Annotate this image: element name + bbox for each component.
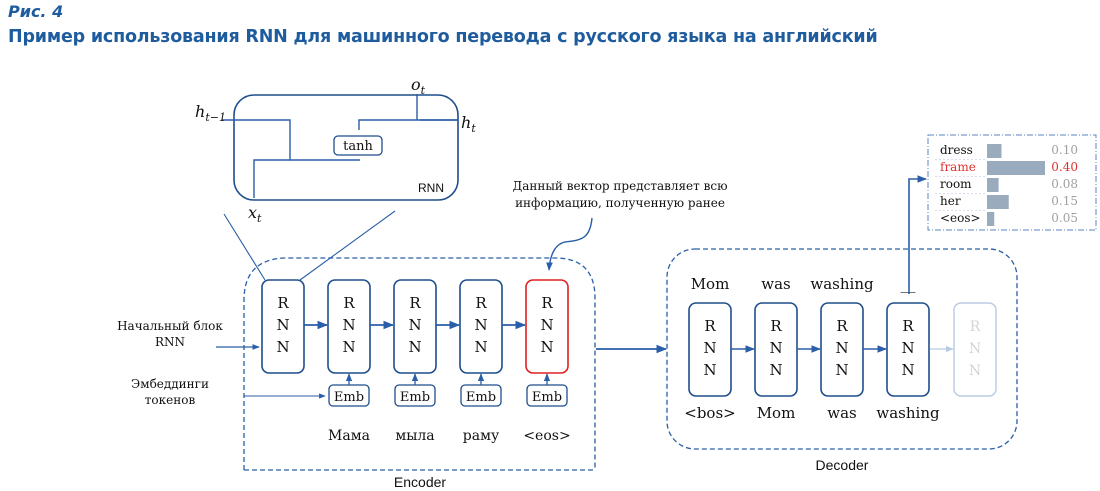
initial-block-label-1: Начальный блок [117, 319, 223, 333]
prediction-word: room [940, 177, 972, 191]
decoder-rnn-block [886, 302, 930, 397]
encoder-token: <eos> [523, 428, 570, 444]
decoder-frame [666, 248, 1018, 450]
rnn-letter: R [770, 317, 782, 335]
rnn-letter: N [474, 338, 487, 356]
rnn-letter: R [343, 294, 355, 312]
output-label: ot [411, 75, 426, 97]
embeddings-label-1: Эмбеддинги [131, 377, 209, 391]
decoder-input-token: was [827, 404, 856, 422]
rnn-letter: N [342, 338, 355, 356]
rnn-letter: N [276, 316, 289, 334]
rnn-letter: R [409, 294, 421, 312]
embedding-label: Emb [334, 390, 364, 405]
figure-label: Рис. 4 [8, 2, 64, 21]
rnn-letter: R [902, 317, 914, 335]
rnn-letter: N [703, 339, 716, 357]
prediction-word: frame [940, 160, 976, 174]
rnn-letter: N [276, 338, 289, 356]
embedding-label: Emb [466, 390, 496, 405]
prediction-prob: 0.05 [1051, 211, 1078, 225]
rnn-letter: N [703, 361, 716, 379]
encoder: Encoder RNNRNNEmbМамаRNNEmbмылаRNNEmbрам… [117, 179, 727, 490]
prediction-frame [927, 134, 1097, 231]
context-note-2: информацию, полученную ранее [515, 196, 725, 210]
rnn-cell-frame [233, 94, 459, 201]
zoom-line-right [299, 210, 396, 281]
decoder-input-token: <bos> [684, 404, 735, 422]
encoder-token: Мама [328, 428, 370, 444]
rnn-letter: N [408, 338, 421, 356]
decoder-next-block [953, 302, 997, 397]
decoder-next-letter: N [969, 341, 981, 357]
rnn-letter: N [408, 316, 421, 334]
context-pointer-arrow [546, 217, 593, 271]
hidden-out-label: ht [461, 113, 476, 135]
hidden-in-line [222, 119, 360, 161]
embeddings-label-2: токенов [145, 393, 196, 407]
embedding-label: Emb [400, 390, 430, 405]
rnn-letter: R [836, 317, 848, 335]
rnn-letter: R [704, 317, 716, 335]
prediction-arrow [908, 175, 927, 294]
decoder-output-token: was [761, 275, 790, 293]
embedding-label: Emb [532, 390, 562, 405]
prediction-word: dress [940, 143, 973, 157]
prediction-prob: 0.15 [1051, 194, 1078, 208]
prediction-prob: 0.40 [1051, 160, 1078, 174]
rnn-letter: N [901, 361, 914, 379]
tanh-box [333, 135, 383, 156]
encoder-token: мыла [395, 428, 434, 444]
prediction-word: her [940, 194, 961, 208]
input-label: xt [248, 203, 262, 225]
decoder-next-letter: R [970, 319, 981, 335]
decoder: Decoder RNNMom<bos>RNNwasMomRNNwashingwa… [666, 175, 1018, 473]
rnn-letter: N [342, 316, 355, 334]
decoder-input-token: washing [876, 404, 940, 422]
rnn-cell-label: RNN [418, 181, 444, 195]
rnn-letter: N [901, 339, 914, 357]
rnn-cell-detail: tanh RNN ht−1 ht ot xt [195, 75, 476, 281]
prediction-word: <eos> [940, 211, 981, 225]
prediction-bar [987, 178, 999, 192]
tanh-out-line [358, 119, 458, 130]
prediction-bar [987, 144, 1002, 158]
encoder-token: раму [463, 428, 500, 444]
rnn-letter: N [540, 316, 553, 334]
input-line [253, 159, 290, 198]
zoom-line-left [223, 213, 266, 281]
decoder-next-letter: N [969, 363, 981, 379]
rnn-letter: R [475, 294, 487, 312]
tanh-label: tanh [343, 139, 373, 154]
figure-title: Пример использования RNN для машинного п… [8, 27, 878, 47]
prediction-bar [987, 195, 1009, 209]
rnn-letter: N [835, 361, 848, 379]
prediction-bar [987, 161, 1045, 175]
decoder-input-token: Mom [757, 404, 796, 422]
decoder-label: Decoder [816, 457, 869, 473]
rnn-letter: R [277, 294, 289, 312]
prediction-bar [987, 212, 995, 226]
hidden-prev-label: ht−1 [195, 102, 226, 124]
rnn-letter: N [769, 361, 782, 379]
rnn-letter: N [769, 339, 782, 357]
rnn-letter: N [474, 316, 487, 334]
prediction-prob: 0.08 [1051, 177, 1078, 191]
rnn-letter: N [540, 338, 553, 356]
initial-block-label-2: RNN [155, 335, 185, 349]
encoder-rnn-block [261, 279, 305, 374]
decoder-output-token: washing [810, 275, 874, 293]
encoder-label: Encoder [394, 474, 446, 490]
prediction-prob: 0.10 [1051, 143, 1078, 157]
context-note-1: Данный вектор представляет всю [512, 179, 727, 193]
rnn-letter: N [835, 339, 848, 357]
rnn-letter: R [541, 294, 553, 312]
decoder-output-token: Mom [691, 275, 730, 293]
prediction-panel: dress 0.10 frame 0.40 room 0.08 her 0.15 <eos> 0.… [927, 134, 1097, 231]
encoder-frame [243, 257, 596, 470]
